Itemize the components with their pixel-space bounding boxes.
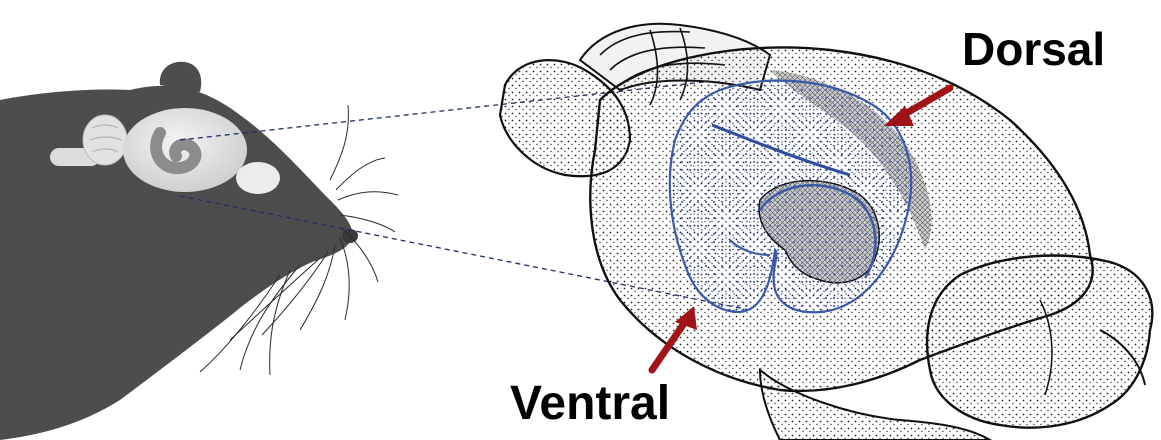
dorsal-label: Dorsal: [962, 22, 1105, 76]
hippocampus-drawing: [670, 80, 911, 312]
ventral-label: Ventral: [510, 376, 670, 431]
